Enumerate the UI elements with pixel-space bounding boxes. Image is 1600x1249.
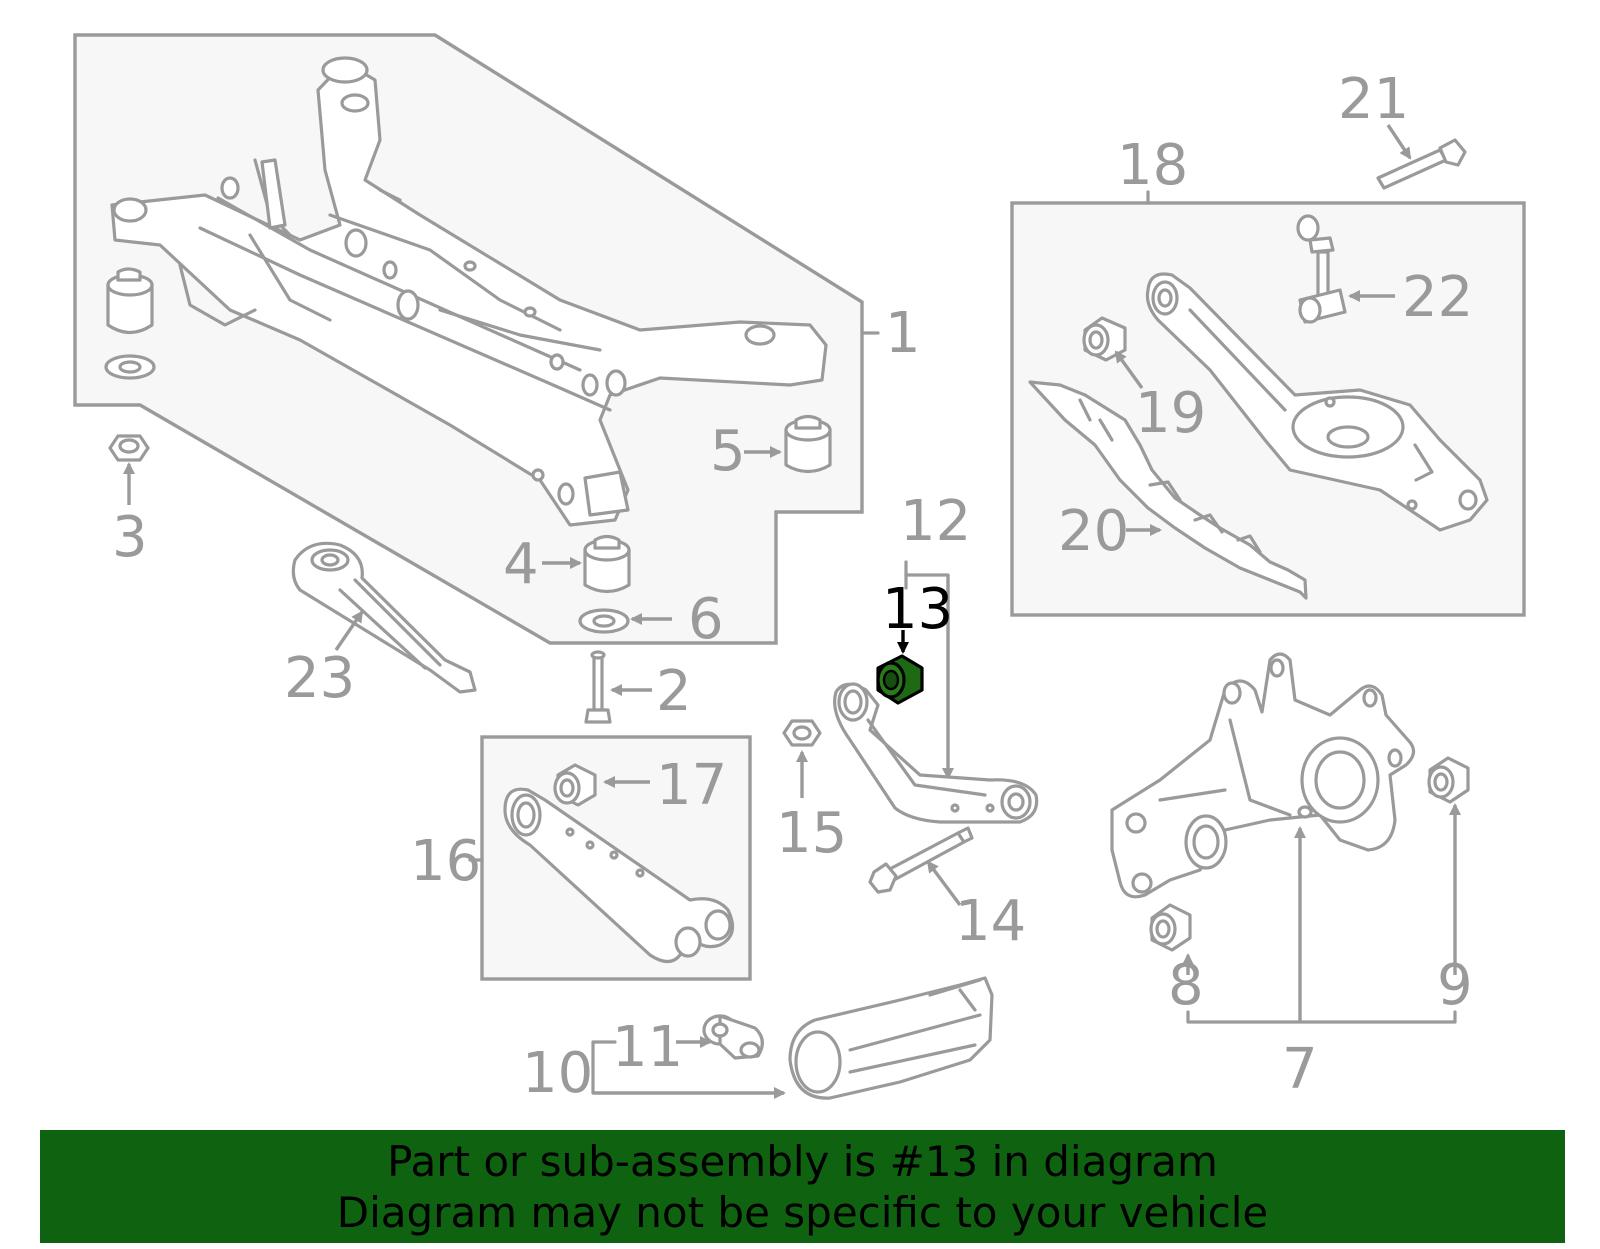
callout-3: 3 — [112, 505, 148, 570]
bushing-11[interactable] — [702, 1014, 764, 1060]
shield-plate-20[interactable] — [1028, 380, 1308, 600]
callout-12: 12 — [900, 489, 971, 554]
callout-19: 19 — [1135, 381, 1206, 446]
trailing-arm-10[interactable] — [788, 976, 994, 1100]
callout-18: 18 — [1117, 133, 1188, 198]
callout-16: 16 — [410, 829, 481, 894]
callout-15: 15 — [776, 801, 847, 866]
control-arm-16[interactable] — [503, 787, 735, 964]
callout-11: 11 — [612, 1015, 683, 1080]
callout-20: 20 — [1058, 499, 1129, 564]
callout-8: 8 — [1168, 953, 1204, 1018]
bushing-5[interactable] — [784, 414, 832, 474]
parts-diagram: 5 4 6 1 3 2 23 — [73, 33, 1526, 1106]
washer-6[interactable] — [578, 608, 630, 634]
bolt-21[interactable] — [1376, 138, 1467, 190]
callout-2: 2 — [656, 659, 692, 724]
upper-arm-12[interactable] — [833, 682, 1039, 824]
footer-line-2: Diagram may not be specific to your vehi… — [336, 1187, 1269, 1237]
crossmember-bushing-left[interactable] — [104, 267, 156, 380]
callout-1: 1 — [885, 301, 921, 366]
callout-6: 6 — [688, 587, 724, 652]
callout-7: 7 — [1282, 1037, 1318, 1102]
callout-13: 13 — [882, 577, 953, 642]
nut-15[interactable] — [782, 719, 822, 747]
callout-23: 23 — [284, 646, 355, 711]
callout-17: 17 — [656, 753, 727, 818]
lower-arm-18[interactable] — [1145, 272, 1489, 532]
bushing-8[interactable] — [1149, 903, 1192, 952]
bushing-9[interactable] — [1427, 756, 1470, 804]
bushing-4[interactable] — [583, 534, 631, 594]
rear-crossmember[interactable] — [110, 56, 828, 527]
control-arm-23[interactable] — [291, 541, 477, 694]
callout-4: 4 — [503, 532, 539, 597]
bolt-2[interactable] — [584, 650, 612, 724]
bolt-14[interactable] — [868, 826, 974, 894]
footer-line-1: Part or sub-assembly is #13 in diagram — [387, 1136, 1218, 1186]
bushing-19[interactable] — [1082, 316, 1127, 362]
callout-22: 22 — [1402, 265, 1473, 330]
callout-9: 9 — [1437, 953, 1473, 1018]
callout-10: 10 — [522, 1041, 593, 1106]
nut-3[interactable] — [108, 434, 150, 462]
callout-14: 14 — [955, 889, 1026, 954]
stabilizer-link-22[interactable] — [1296, 214, 1347, 324]
knuckle-7[interactable] — [1110, 652, 1416, 899]
bushing-13-highlighted[interactable] — [876, 654, 924, 705]
footer-banner: Part or sub-assembly is #13 in diagram D… — [40, 1130, 1565, 1243]
callout-21: 21 — [1338, 67, 1409, 132]
bushing-17[interactable] — [553, 763, 597, 807]
callout-5: 5 — [710, 419, 746, 484]
